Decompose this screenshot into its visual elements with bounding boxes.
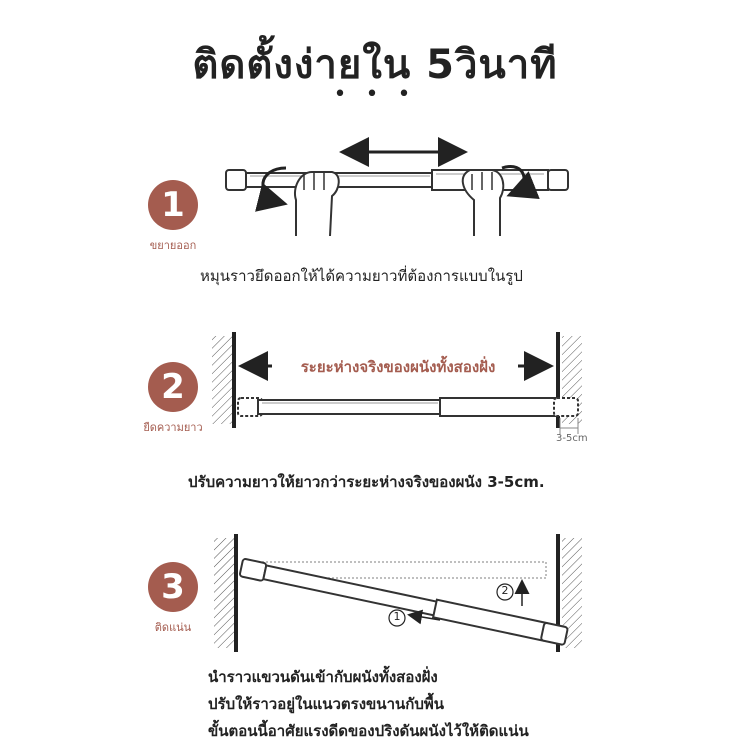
step1-rod-figure [225, 137, 569, 237]
step-label-2: ยืดความยาว [143, 421, 203, 434]
span-annotation: ระยะห่างจริงของผนังทั้งสองฝั่ง [278, 355, 518, 379]
step3-instruction-3: ขั้นตอนนี้อาศัยแรงดีดของปริงดันผนังไว้ให… [208, 722, 529, 740]
step-label-3: ติดแน่น [154, 621, 192, 634]
left-hand-figure [294, 171, 340, 237]
step2-caption: ปรับความยาวให้ยาวกว่าระยะห่างจริงของผนัง… [188, 473, 545, 491]
rod-end-cap-left [225, 169, 247, 191]
step-label-1: ขยายออก [149, 239, 197, 252]
step3-instruction-1: นำราวแขวนดันเข้ากับผนังทั้งสองฝั่ง [208, 668, 438, 686]
right-hand-figure [461, 169, 505, 236]
gap-label: 3-5cm [556, 433, 588, 444]
tilted-rod [239, 558, 569, 646]
page-title: ติดตั้งง่ายใน 5วินาที [192, 42, 558, 88]
wall-left-hatch [212, 336, 232, 424]
wall-right-3 [556, 534, 560, 652]
wall-left-hatch-3 [214, 538, 234, 648]
wall-left [232, 332, 236, 428]
step3-instruction-2: ปรับให้ราวอยู่ในแนวตรงขนานกับพื้น [208, 695, 444, 713]
step-badge-1: 1 [148, 180, 198, 230]
rod-inner-tube [245, 172, 437, 188]
step-badge-3: 3 [148, 562, 198, 612]
push-arrow [407, 609, 441, 625]
marker-circle-1 [388, 609, 406, 627]
step3-figure [214, 534, 582, 652]
marker-circle-2 [496, 583, 514, 601]
wall-left-3 [234, 534, 238, 652]
marker-label-1: 1 [393, 610, 401, 623]
rod-end-cap-right [547, 169, 569, 191]
marker-label-2: 2 [501, 584, 509, 597]
rotate-arrow-left [255, 166, 288, 212]
wall-right [556, 332, 560, 428]
step-badge-2: 2 [148, 362, 198, 412]
rotate-arrow-right [501, 165, 540, 199]
step1-caption: หมุนราวยึดออกให้ได้ความยาวที่ต้องการแบบใ… [200, 267, 523, 285]
wall-right-hatch-3 [562, 538, 582, 648]
step2-figure [212, 332, 582, 434]
title-dots: • • • [333, 82, 417, 107]
